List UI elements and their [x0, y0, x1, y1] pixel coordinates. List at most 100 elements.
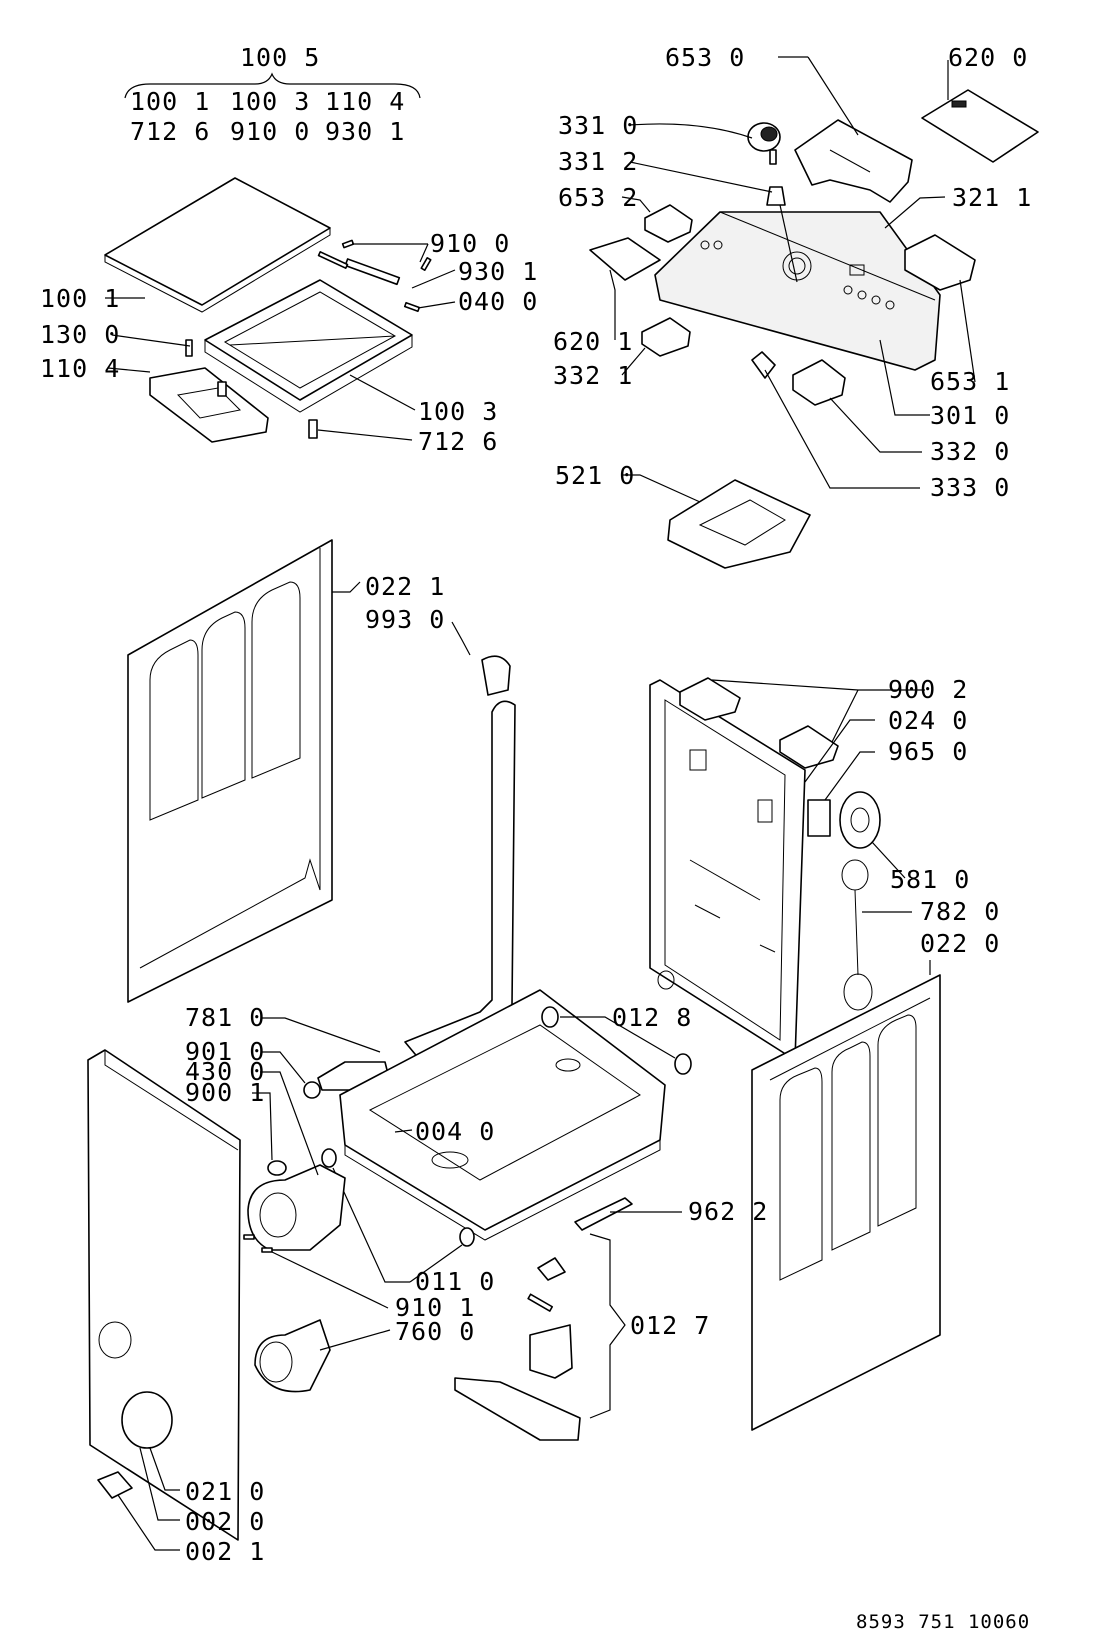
bracket-653-0-drawing — [794, 119, 913, 203]
label-group-100-5: 100 5 — [240, 43, 320, 72]
label-332-0: 332 0 — [930, 437, 1010, 466]
leader — [804, 719, 875, 783]
leveller-arm-drawing — [454, 1377, 581, 1441]
label-024-0: 024 0 — [888, 706, 968, 735]
screw-910-1-drawing — [243, 1234, 255, 1240]
dispenser-inner — [698, 499, 786, 546]
leader — [629, 161, 773, 193]
group-bracket — [124, 72, 421, 99]
knob-cap — [760, 126, 778, 142]
hose-drawing — [404, 700, 516, 1061]
right-side-panel-group — [751, 960, 941, 1431]
leader — [417, 301, 456, 309]
console-panel-drawing — [654, 211, 941, 371]
leader — [807, 56, 859, 136]
leveller-pin-drawing — [527, 1293, 554, 1312]
leader — [317, 429, 413, 441]
top-lid-group — [104, 72, 456, 443]
screw-910-1-drawing — [261, 1247, 273, 1253]
belt-top-drawing — [841, 859, 869, 891]
pin-040-drawing — [403, 301, 421, 313]
rear-panel-group — [649, 677, 925, 1061]
screw-910-drawing — [341, 239, 355, 249]
rear-panel-drawing — [649, 679, 806, 1061]
label-group-member: 910 0 — [230, 117, 310, 146]
foot-drawing — [459, 1227, 475, 1247]
console-led — [700, 240, 710, 250]
leader — [884, 196, 946, 229]
belt-bottom-drawing — [843, 973, 873, 1011]
rear-panel-window — [689, 749, 707, 771]
group-brace — [589, 1233, 626, 1419]
leader — [107, 367, 151, 373]
front-panel-group — [87, 1049, 241, 1551]
leader — [411, 269, 456, 289]
label-333-0: 333 0 — [930, 473, 1010, 502]
leader — [332, 1167, 410, 1283]
leveller-housing-drawing — [529, 1324, 573, 1379]
left-side-panel-group — [127, 539, 361, 1003]
filter-ring — [259, 1341, 293, 1383]
label-group-member: 930 1 — [325, 117, 405, 146]
footer-code: 8593 751 10060 — [856, 1611, 1030, 1633]
leader — [451, 621, 471, 656]
bracket-inner — [829, 149, 871, 173]
latch-712-drawing — [308, 419, 318, 439]
label-781-0: 781 0 — [185, 1003, 265, 1032]
dispenser-drawing — [667, 479, 811, 569]
label-653-0: 653 0 — [665, 43, 745, 72]
label-653-1: 653 1 — [930, 367, 1010, 396]
lid-panel-edge — [104, 228, 331, 313]
rear-panel-slot — [694, 904, 721, 919]
pump-ring — [259, 1192, 297, 1238]
door-clip-drawing — [97, 1471, 133, 1499]
leader — [959, 279, 976, 383]
console-led — [857, 290, 867, 300]
label-782-0: 782 0 — [920, 897, 1000, 926]
leader — [111, 334, 191, 347]
label-521-0: 521 0 — [555, 461, 635, 490]
lid-panel-drawing — [104, 177, 331, 306]
label-620-1: 620 1 — [553, 327, 633, 356]
label-100-3: 100 3 — [418, 397, 498, 426]
buttons-332-1-drawing — [641, 317, 691, 357]
label-910-1: 910 1 — [395, 1293, 475, 1322]
label-110-4: 110 4 — [40, 354, 120, 383]
label-002-0: 002 0 — [185, 1507, 265, 1536]
base-frame-inner — [368, 1024, 641, 1181]
rear-panel-slot — [759, 944, 776, 953]
board-620-1-drawing — [589, 237, 661, 281]
button-333-drawing — [751, 351, 776, 379]
strip-962-drawing — [574, 1197, 633, 1231]
hinge-rod-drawing — [344, 258, 401, 286]
pulley-hub — [850, 807, 870, 833]
handle-slot — [176, 387, 242, 419]
label-301-0: 301 0 — [930, 401, 1010, 430]
foot-drawing — [321, 1148, 337, 1168]
label-965-0: 965 0 — [888, 737, 968, 766]
rear-panel-inner — [664, 699, 786, 1041]
leader — [824, 751, 875, 801]
pump-housing-drawing — [247, 1164, 346, 1251]
leader — [779, 204, 798, 283]
screw-930-drawing — [420, 257, 432, 271]
label-321-1: 321 1 — [952, 183, 1032, 212]
base-hole — [431, 1151, 469, 1169]
label-331-0: 331 0 — [558, 111, 638, 140]
label-910-0: 910 0 — [430, 229, 510, 258]
label-021-0: 021 0 — [185, 1477, 265, 1506]
leader — [262, 1017, 381, 1053]
leveller-group — [454, 1233, 626, 1441]
side-panel-right-recess — [877, 1014, 917, 1227]
rear-panel-slot — [689, 859, 761, 901]
console-led — [871, 295, 881, 305]
front-panel-hole — [98, 1321, 132, 1359]
leader — [560, 1016, 676, 1059]
base-frame-edge — [344, 1140, 661, 1241]
top-frame-edge — [204, 335, 413, 413]
label-332-1: 332 1 — [553, 361, 633, 390]
label-group-member: 100 3 — [230, 87, 310, 116]
side-panel-left-recess — [201, 611, 246, 799]
label-712-6: 712 6 — [418, 427, 498, 456]
